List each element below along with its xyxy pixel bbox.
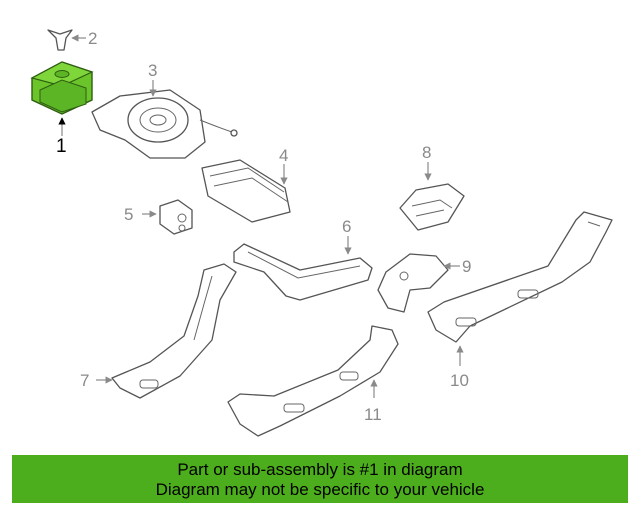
part-8-outlet[interactable] xyxy=(399,183,465,231)
callout-1[interactable]: 1 xyxy=(56,136,67,157)
callout-7[interactable]: 7 xyxy=(80,371,89,390)
part-1-module[interactable] xyxy=(30,61,94,115)
callout-4[interactable]: 4 xyxy=(279,146,288,165)
callout-2[interactable]: 2 xyxy=(88,29,97,48)
part-11-duct[interactable] xyxy=(227,325,399,437)
part-5-connector[interactable] xyxy=(159,199,193,235)
part-4-duct[interactable] xyxy=(201,159,291,223)
banner-line-2: Diagram may not be specific to your vehi… xyxy=(155,480,485,499)
part-2-pin[interactable] xyxy=(47,29,73,51)
callout-11[interactable]: 11 xyxy=(364,405,382,424)
part-3-blower[interactable] xyxy=(91,89,238,159)
part-9-bracket[interactable] xyxy=(377,253,449,313)
callout-8[interactable]: 8 xyxy=(422,143,431,162)
parts-diagram: 1 2 3 4 5 6 7 8 9 10 11 xyxy=(30,29,613,437)
callout-3[interactable]: 3 xyxy=(148,61,157,80)
part-10-duct[interactable] xyxy=(427,211,613,343)
part-7-duct[interactable] xyxy=(111,263,237,399)
info-banner: Part or sub-assembly is #1 in diagram Di… xyxy=(12,455,628,503)
part-6-duct[interactable] xyxy=(233,243,373,301)
callout-6[interactable]: 6 xyxy=(342,217,351,236)
callout-9[interactable]: 9 xyxy=(462,257,471,276)
banner-line-1: Part or sub-assembly is #1 in diagram xyxy=(177,460,463,479)
callout-5[interactable]: 5 xyxy=(124,205,133,224)
callout-10[interactable]: 10 xyxy=(450,371,469,390)
